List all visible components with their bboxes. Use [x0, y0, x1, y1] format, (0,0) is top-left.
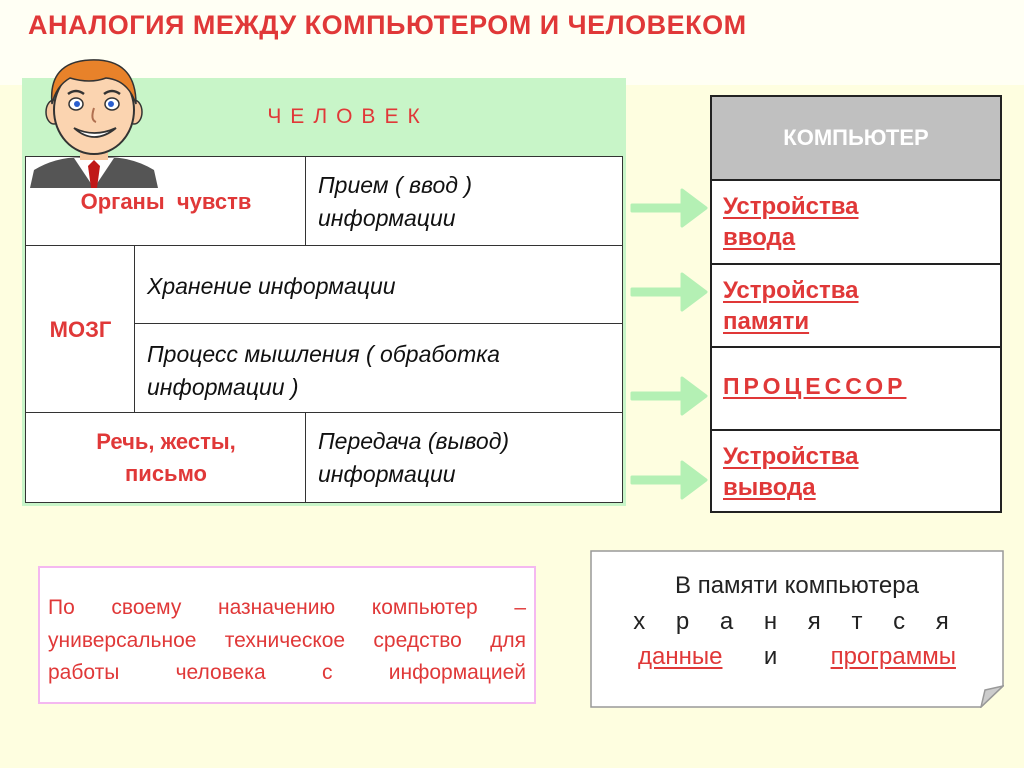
processor-link[interactable]: ПРОЦЕССОР	[723, 373, 907, 399]
note-line-2: х р а н я т с я	[633, 608, 961, 635]
human-table: ЧЕЛОВЕК Органы чувств Прием ( ввод ) инф…	[22, 78, 626, 506]
note-text: В памяти компьютера х р а н я т с я данн…	[590, 550, 1004, 708]
input-info-cell: Прием ( ввод ) информации	[305, 156, 623, 247]
memory-note: В памяти компьютера х р а н я т с я данн…	[590, 550, 1004, 708]
brain-cell: МОЗГ	[25, 245, 136, 414]
arrow-right-icon	[630, 460, 708, 500]
memory-devices-link[interactable]: Устройства памяти	[723, 277, 859, 336]
note-line-1: В памяти компьютера	[675, 572, 919, 599]
title-band	[0, 0, 1024, 85]
output-devices-row: Устройства вывода	[712, 431, 1000, 511]
senses-label: Органы чувств	[80, 188, 252, 214]
definition-text: По своему назначению компьютер – универс…	[48, 596, 526, 685]
output-devices-link[interactable]: Устройства вывода	[723, 443, 859, 502]
note-line-3: данные и программы	[590, 643, 1004, 671]
thinking-cell: Процесс мышления ( обработка информации …	[134, 323, 623, 414]
storage-label: Хранение информации	[147, 273, 396, 299]
arrow-right-icon	[630, 376, 708, 416]
definition-box: По своему назначению компьютер – универс…	[38, 566, 536, 704]
arrow-right-icon	[630, 188, 708, 228]
cartoon-man-icon	[30, 59, 158, 188]
speech-cell: Речь, жесты, письмо	[25, 412, 307, 503]
input-info-label: Прием ( ввод ) информации	[318, 172, 473, 232]
input-devices-row: Устройства ввода	[712, 181, 1000, 265]
output-info-cell: Передача (вывод) информации	[305, 412, 623, 503]
speech-label: Речь, жесты, письмо	[96, 428, 236, 486]
output-info-label: Передача (вывод) информации	[318, 428, 510, 488]
thinking-label: Процесс мышления ( обработка информации …	[147, 341, 500, 401]
processor-row: ПРОЦЕССОР	[712, 348, 1000, 431]
brain-label: МОЗГ	[49, 316, 112, 342]
and-word: и	[763, 643, 778, 670]
input-devices-link[interactable]: Устройства ввода	[723, 193, 859, 252]
human-header-label: ЧЕЛОВЕК	[267, 105, 429, 128]
data-link[interactable]: данные	[638, 643, 723, 670]
human-header: ЧЕЛОВЕК	[22, 78, 626, 156]
storage-cell: Хранение информации	[134, 245, 623, 325]
arrow-right-icon	[630, 272, 708, 312]
computer-header: КОМПЬЮТЕР	[712, 97, 1000, 181]
page-title: АНАЛОГИЯ МЕЖДУ КОМПЬЮТЕРОМ И ЧЕЛОВЕКОМ	[28, 10, 747, 40]
programs-link[interactable]: программы	[830, 643, 956, 670]
computer-table: КОМПЬЮТЕР Устройства ввода Устройства па…	[710, 95, 1002, 513]
memory-devices-row: Устройства памяти	[712, 265, 1000, 348]
note-paper-shape	[590, 550, 1004, 708]
